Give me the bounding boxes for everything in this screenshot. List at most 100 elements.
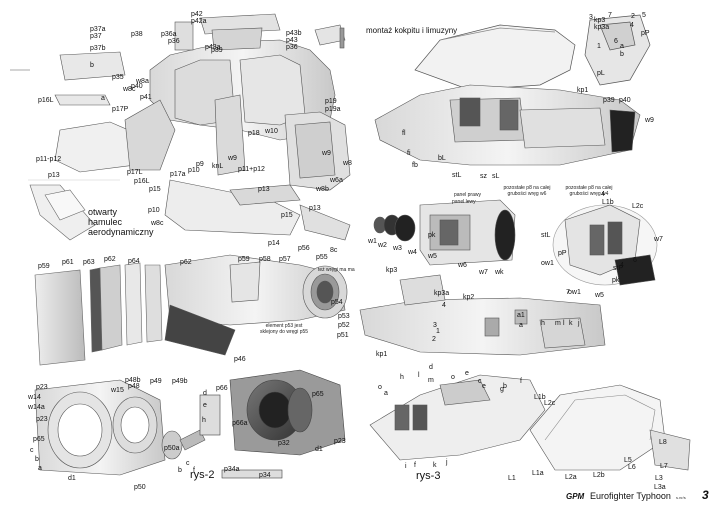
rys3-mid-part-label: wk bbox=[495, 269, 504, 276]
rys2-top-part-label: w8c bbox=[123, 86, 136, 93]
figure-caption-rys2: rys-2 bbox=[190, 469, 215, 481]
rys2-mid-part-label: p57 bbox=[279, 256, 291, 263]
rys2-top-part-label: p14 bbox=[268, 240, 280, 247]
rys3-bottom-part-label: d bbox=[429, 364, 433, 371]
rys2-top-part-label: p15 bbox=[149, 186, 161, 193]
rys2-top-part-label: b bbox=[90, 62, 94, 69]
rys3-mid-part-label: w5 bbox=[428, 253, 437, 260]
rys3-bottom-part-label: L2b bbox=[593, 472, 605, 479]
rys3-top-part-label: kp3 bbox=[594, 17, 606, 24]
page-number: 3 bbox=[702, 488, 709, 502]
rys3-bottom-part-label: L6 bbox=[628, 464, 636, 471]
rys3-bottom-part-label: kp1 bbox=[376, 351, 388, 358]
rys2-top-part-label: w9 bbox=[228, 155, 237, 162]
rys3-top-part-label: 5 bbox=[642, 12, 646, 19]
rys3-bottom-part-label: g bbox=[500, 386, 504, 393]
rys2-top-part-label: p16L bbox=[38, 97, 54, 104]
rys3-bottom-part-label: a1 bbox=[517, 312, 525, 319]
rys3-bottom-part-label: f bbox=[414, 462, 416, 469]
rys3-mid-part-label: w1 bbox=[368, 238, 377, 245]
rys3-bottom-part-label: L3a bbox=[654, 484, 666, 491]
rys2-mid-part-label: p64 bbox=[128, 258, 140, 265]
rys2-bottom-nozzles bbox=[199, 369, 346, 479]
rys2-top-part-label: p39 bbox=[211, 47, 223, 54]
airbrake-note: otwarty hamulec aerodynamiczny bbox=[88, 207, 154, 237]
rys3-mid-part-label: 4 bbox=[620, 262, 624, 269]
rys2-top-part-label: a bbox=[101, 95, 105, 102]
rys3-top-part-label: 1 bbox=[597, 43, 601, 50]
rys2-mid-part-label: p63 bbox=[83, 259, 95, 266]
rys2-top-part-label: p37a bbox=[90, 26, 106, 33]
rys3-bottom-part-label: l bbox=[563, 320, 565, 327]
rys2-top-part-label: p10 bbox=[148, 207, 160, 214]
rys2-bottom-part-label: f bbox=[193, 467, 195, 474]
rys2-mid-part-label: p62 bbox=[104, 256, 116, 263]
rys2-bottom-part-label: h bbox=[202, 417, 206, 424]
rys2-top-part-label: w10 bbox=[265, 128, 278, 135]
rys3-bottom-part-label: kp3a bbox=[434, 290, 450, 297]
rys2-bottom-part-label: p50 bbox=[134, 484, 146, 491]
rys2-top-part-label: p18 bbox=[248, 130, 260, 137]
rys3-mid-part-label: pk bbox=[612, 277, 620, 284]
rys3-mid-part-label: stL bbox=[541, 232, 551, 239]
rys3-bottom-part-label: L1b bbox=[534, 394, 546, 401]
rys2-mid-part-label: p58 bbox=[259, 256, 271, 263]
rys3-mid-part-label: 6 bbox=[633, 257, 637, 264]
rys3-nose-assembly bbox=[359, 274, 606, 356]
rys3-top-part-label: w9 bbox=[645, 117, 654, 124]
rys2-top-part-label: p37 bbox=[90, 33, 102, 40]
rys3-top-part-label: bL bbox=[438, 155, 446, 162]
rys3-bottom-part-label: j bbox=[446, 459, 448, 466]
note-panel-lewy: panel lewy bbox=[452, 199, 476, 205]
rys3-bottom-part-label: m bbox=[428, 377, 434, 384]
issue-number: s.nr/s bbox=[676, 495, 686, 500]
rys3-top-part-label: sz bbox=[480, 173, 487, 180]
rys2-top-part-label: p42a bbox=[191, 18, 207, 25]
rys3-mid-part-label: w5 bbox=[595, 292, 604, 299]
rys3-bottom-part-label: j bbox=[578, 320, 580, 327]
rys2-bottom-part-label: p23 bbox=[334, 438, 346, 445]
rys3-top-part-label: p40 bbox=[619, 97, 631, 104]
note-element-p53: element p53 jest sklejony do wręgi p55 bbox=[259, 323, 309, 335]
rys2-top-part-label: p19a bbox=[325, 106, 341, 113]
cockpit-section-title: montaż kokpitu i limuzyny bbox=[366, 26, 458, 35]
rys2-bottom-part-label: b bbox=[35, 456, 39, 463]
rys2-bottom-part-label: p66a bbox=[232, 420, 248, 427]
rys2-bottom-part-label: p32 bbox=[278, 440, 290, 447]
rys3-bottom-part-label: h bbox=[400, 374, 404, 381]
rys3-bottom-part-label: h bbox=[541, 320, 545, 327]
rys3-seat-detail bbox=[552, 204, 658, 286]
rys2-bottom-part-label: p34 bbox=[259, 472, 271, 479]
rys3-bottom-part-label: L2c bbox=[544, 400, 556, 407]
rys3-mid-part-label: L2c bbox=[632, 203, 644, 210]
rys2-bottom-part-label: p49 bbox=[150, 378, 162, 385]
rys2-bottom-part-label: p48b bbox=[125, 377, 141, 384]
rys3-top-part-label: fb bbox=[412, 162, 418, 169]
rys2-top-part-label: p11-p12 bbox=[36, 156, 62, 163]
rys3-bottom-part-label: o bbox=[451, 374, 455, 381]
rys3-bottom-part-label: 4 bbox=[442, 302, 446, 309]
rys3-top-part-label: 7 bbox=[608, 12, 612, 19]
rys2-top-part-label: p43a bbox=[205, 44, 221, 51]
rys3-bottom-part-label: m bbox=[555, 320, 561, 327]
rys3-bottom-part-label: k bbox=[569, 320, 573, 327]
rys2-bottom-part-label: w14a bbox=[28, 404, 45, 411]
figure-caption-rys3: rys-3 bbox=[416, 470, 441, 482]
rys3-mid-part-label: w4 bbox=[408, 249, 417, 256]
rys2-top-part-label: p11+p12 bbox=[238, 166, 265, 173]
rys3-bottom-part-label: L8 bbox=[659, 439, 667, 446]
rys3-bottom-part-label: L3 bbox=[655, 475, 663, 482]
rys3-mid-part-label: w7 bbox=[479, 269, 488, 276]
rys2-top-part-label: p37b bbox=[90, 45, 106, 52]
rys3-top-part-label: a bbox=[620, 43, 624, 50]
rys2-top-part-label: p16L bbox=[134, 178, 150, 185]
rys3-mid-part-label: L1b bbox=[602, 199, 614, 206]
rys2-bottom-part-label: d1 bbox=[68, 475, 76, 482]
rys3-mid-part-label: stP bbox=[613, 265, 624, 272]
rys2-bottom-part-label: c bbox=[30, 447, 34, 454]
rys2-mid-part-label: p56 bbox=[298, 245, 310, 252]
note-tez-wregi: też wręgi ma ma bbox=[318, 267, 355, 273]
rys3-mid-part-label: w7 bbox=[654, 236, 663, 243]
rys2-mid-part-label: p51 bbox=[337, 332, 349, 339]
